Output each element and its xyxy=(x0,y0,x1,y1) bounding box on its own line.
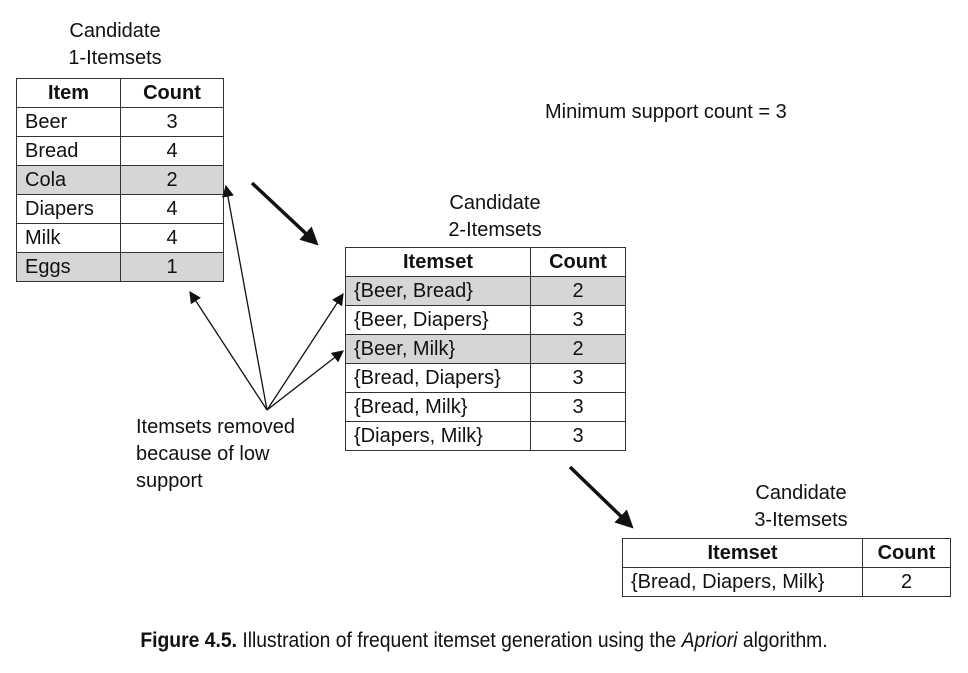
candidate1-title-line2: 1-Itemsets xyxy=(68,47,162,69)
count-cell: 4 xyxy=(120,223,224,253)
min-support-label: Minimum support count = 3 xyxy=(545,101,787,123)
count-cell: 3 xyxy=(530,305,626,335)
removed-note-line3: support xyxy=(136,470,203,492)
table-row: {Beer, Milk}2 xyxy=(345,334,626,364)
itemset-cell: Cola xyxy=(16,165,121,195)
flow-arrow-2-to-3 xyxy=(568,465,634,529)
itemset-cell: {Diapers, Milk} xyxy=(345,421,531,451)
candidate2-table: Itemset Count {Beer, Bread}2{Beer, Diape… xyxy=(345,247,626,451)
column-header-itemset: Itemset xyxy=(345,247,531,277)
count-cell: 2 xyxy=(120,165,224,195)
column-header-item: Item xyxy=(16,78,121,108)
count-cell: 1 xyxy=(120,252,224,282)
pointer-arrow-cola xyxy=(222,184,268,411)
itemset-cell: Eggs xyxy=(16,252,121,282)
figure-caption-text: Illustration of frequent itemset generat… xyxy=(242,629,677,652)
pointer-arrow-beer-bread xyxy=(266,292,344,411)
column-header-count: Count xyxy=(530,247,626,277)
pointer-arrow-beer-milk xyxy=(266,350,344,411)
itemset-cell: Beer xyxy=(16,107,121,137)
candidate3-table: Itemset Count {Bread, Diapers, Milk}2 xyxy=(622,538,951,597)
itemset-cell: {Beer, Bread} xyxy=(345,276,531,306)
candidate1-title: Candidate 1-Itemsets xyxy=(40,18,190,72)
candidate3-title-line1: Candidate xyxy=(755,482,847,504)
table-row: {Beer, Diapers}3 xyxy=(345,305,626,335)
itemset-cell: {Bread, Milk} xyxy=(345,392,531,422)
flow-arrow-1-to-2 xyxy=(250,181,319,246)
figure-caption-emphasis: Apriori xyxy=(681,629,738,652)
count-cell: 3 xyxy=(530,421,626,451)
removed-itemsets-note: Itemsets removed because of low support xyxy=(136,414,295,495)
candidate3-title-line2: 3-Itemsets xyxy=(754,509,848,531)
figure-caption-text-end: algorithm. xyxy=(742,629,828,652)
table-row: {Bread, Diapers, Milk}2 xyxy=(622,567,951,597)
candidate2-title-line1: Candidate xyxy=(449,192,541,214)
count-cell: 3 xyxy=(120,107,224,137)
itemset-cell: {Beer, Milk} xyxy=(345,334,531,364)
removed-note-line1: Itemsets removed xyxy=(136,416,295,438)
table-row: {Diapers, Milk}3 xyxy=(345,421,626,451)
column-header-count: Count xyxy=(862,538,951,568)
count-cell: 2 xyxy=(530,334,626,364)
itemset-cell: {Bread, Diapers, Milk} xyxy=(622,567,863,597)
count-cell: 2 xyxy=(862,567,951,597)
itemset-cell: Bread xyxy=(16,136,121,166)
removed-note-line2: because of low xyxy=(136,443,270,465)
table-header-row: Item Count xyxy=(16,78,224,108)
table-row: {Bread, Milk}3 xyxy=(345,392,626,422)
count-cell: 4 xyxy=(120,136,224,166)
itemset-cell: Milk xyxy=(16,223,121,253)
column-header-itemset: Itemset xyxy=(622,538,863,568)
itemset-cell: Diapers xyxy=(16,194,121,224)
candidate3-title: Candidate 3-Itemsets xyxy=(726,480,876,534)
count-cell: 3 xyxy=(530,392,626,422)
table-row: {Beer, Bread}2 xyxy=(345,276,626,306)
count-cell: 3 xyxy=(530,363,626,393)
candidate1-title-line1: Candidate xyxy=(69,20,161,42)
itemset-cell: {Bread, Diapers} xyxy=(345,363,531,393)
count-cell: 2 xyxy=(530,276,626,306)
candidate2-title-line2: 2-Itemsets xyxy=(448,219,542,241)
figure-label: Figure 4.5. xyxy=(140,629,237,652)
column-header-count: Count xyxy=(120,78,224,108)
figure-caption: Figure 4.5. Illustration of frequent ite… xyxy=(39,629,930,653)
candidate2-title: Candidate 2-Itemsets xyxy=(420,190,570,244)
table-header-row: Itemset Count xyxy=(345,247,626,277)
table-row: {Bread, Diapers}3 xyxy=(345,363,626,393)
itemset-cell: {Beer, Diapers} xyxy=(345,305,531,335)
count-cell: 4 xyxy=(120,194,224,224)
table-header-row: Itemset Count xyxy=(622,538,951,568)
pointer-arrow-eggs xyxy=(189,290,268,411)
